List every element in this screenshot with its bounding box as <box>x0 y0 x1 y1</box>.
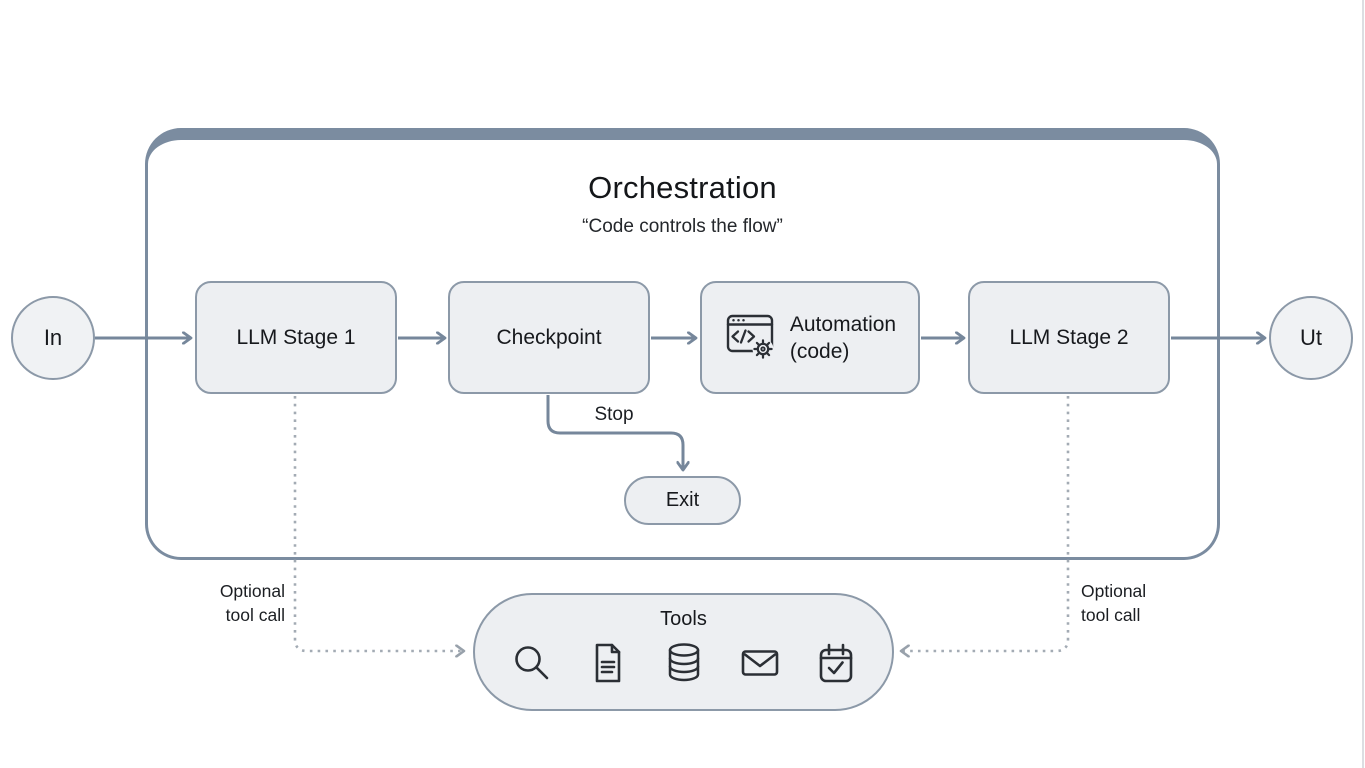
diagram-subtitle: “Code controls the flow” <box>582 216 783 237</box>
output-node: Ut <box>1269 296 1353 380</box>
tools-icon-row <box>508 639 860 692</box>
document-icon <box>584 639 632 692</box>
exit-node: Exit <box>624 476 741 525</box>
diagram-title: Orchestration <box>588 170 777 205</box>
output-label: Ut <box>1300 325 1322 350</box>
automation-label-line1: Automation <box>789 312 897 336</box>
code-window-gear-icon <box>724 308 778 368</box>
llm-stage-2-node: LLM Stage 2 <box>968 281 1170 394</box>
mail-icon <box>736 639 784 692</box>
input-node: In <box>11 296 95 380</box>
checkpoint-node: Checkpoint <box>448 281 650 394</box>
optional-tool-call-label-right: Optional tool call <box>1081 581 1147 625</box>
tools-label: Tools <box>660 608 707 630</box>
stop-edge-label: Stop <box>594 404 634 425</box>
automation-node: Automation (code) <box>700 281 920 394</box>
database-icon <box>660 639 708 692</box>
llm-stage-1-label: LLM Stage 1 <box>236 325 356 349</box>
automation-label-line2: (code) <box>789 339 850 363</box>
tools-node: Tools <box>473 593 894 711</box>
input-label: In <box>43 325 63 350</box>
search-icon <box>508 639 556 692</box>
llm-stage-1-node: LLM Stage 1 <box>195 281 397 394</box>
orchestration-container <box>145 128 1220 560</box>
llm-stage-2-label: LLM Stage 2 <box>1009 325 1129 349</box>
exit-label: Exit <box>665 489 700 511</box>
calendar-check-icon <box>812 639 860 692</box>
canvas-right-edge <box>1362 0 1364 768</box>
optional-tool-call-label-left: Optional tool call <box>219 581 285 625</box>
checkpoint-label: Checkpoint <box>496 325 602 349</box>
